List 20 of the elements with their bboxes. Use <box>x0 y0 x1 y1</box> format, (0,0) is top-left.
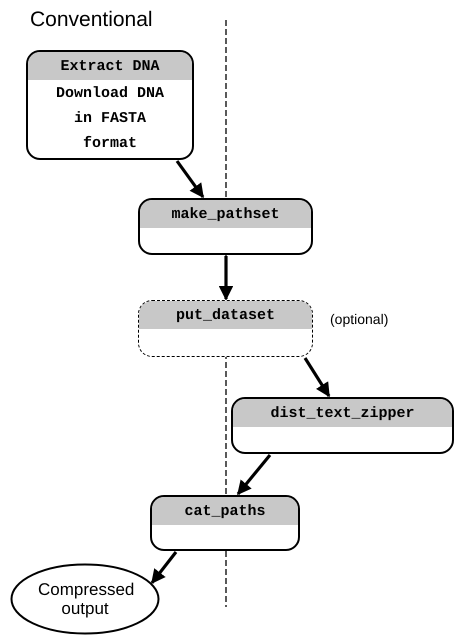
arrow <box>176 160 204 198</box>
arrow <box>218 256 234 300</box>
step-title: dist_text_zipper <box>233 399 452 427</box>
step-title: make_pathset <box>140 200 311 228</box>
process-box <box>138 300 313 357</box>
step-description: Download DNA in FASTA format <box>54 84 166 154</box>
arrow <box>150 551 178 584</box>
step-title: put_dataset <box>139 301 312 329</box>
arrow <box>304 357 330 398</box>
process-box <box>26 50 194 160</box>
step-title: cat_paths <box>152 497 298 525</box>
process-box <box>138 198 313 255</box>
step-title: Extract DNA <box>28 52 192 80</box>
process-box <box>231 397 454 454</box>
output-ellipse <box>10 563 160 635</box>
process-box <box>150 495 300 551</box>
note-text: (optional) <box>330 311 388 327</box>
node-text: Compressed output <box>38 580 132 618</box>
arrow <box>236 454 272 496</box>
column-heading: Conventional <box>30 8 153 32</box>
